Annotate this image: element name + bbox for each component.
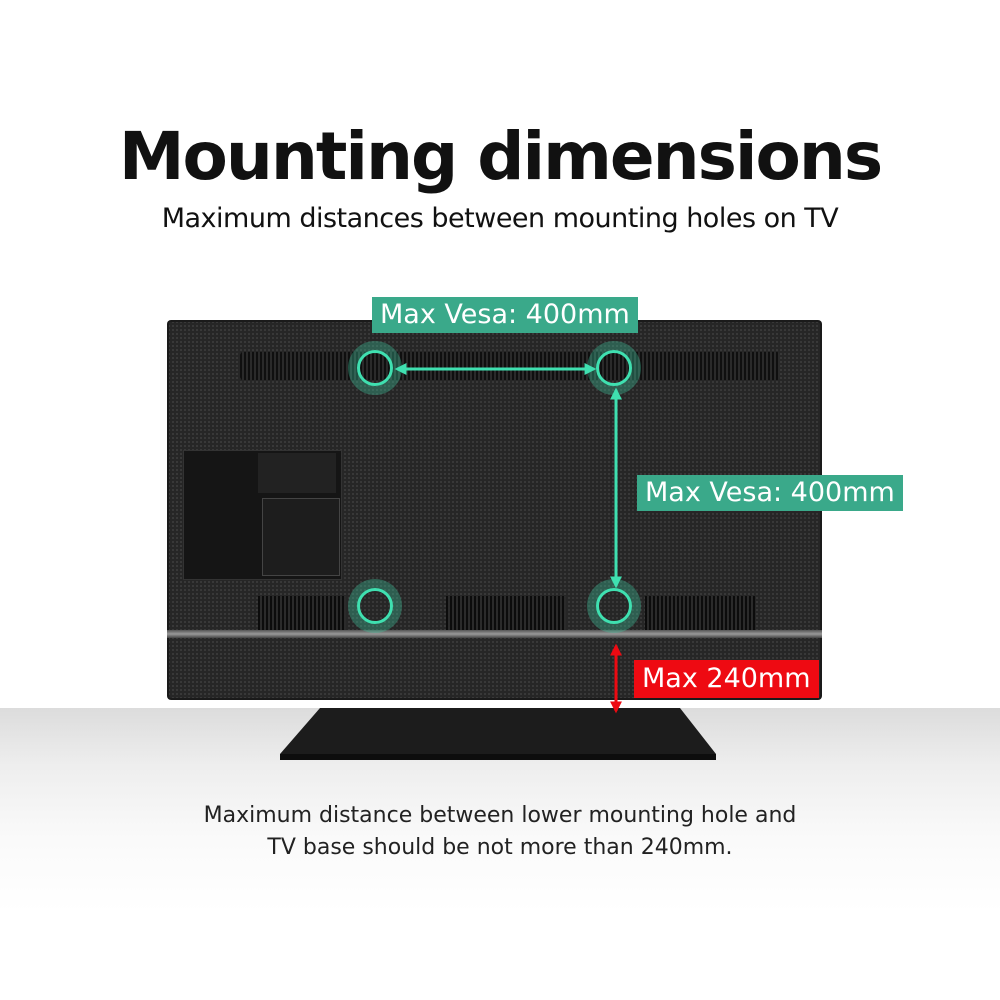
page-title: Mounting dimensions [118,118,883,195]
tv-stand [280,708,716,760]
caption: Maximum distance between lower mounting … [0,800,1000,864]
caption-line-2: TV base should be not more than 240mm. [267,835,733,860]
bottom-vent [258,596,346,630]
base-distance-label: Max 240mm [634,660,819,698]
tv-bottom-lip [167,630,822,638]
port-block [262,498,340,576]
mounting-hole-bottom-right [596,588,632,624]
vertical-vesa-label: Max Vesa: 400mm [637,475,903,511]
port-sticker [258,453,336,493]
page-subtitle: Maximum distances between mounting holes… [161,203,839,234]
caption-line-1: Maximum distance between lower mounting … [203,803,797,828]
mounting-hole-top-left [357,350,393,386]
horizontal-vesa-label: Max Vesa: 400mm [372,297,638,333]
bottom-vent [645,596,755,630]
bottom-vent [446,596,566,630]
mounting-hole-bottom-left [357,588,393,624]
mounting-hole-top-right [596,350,632,386]
